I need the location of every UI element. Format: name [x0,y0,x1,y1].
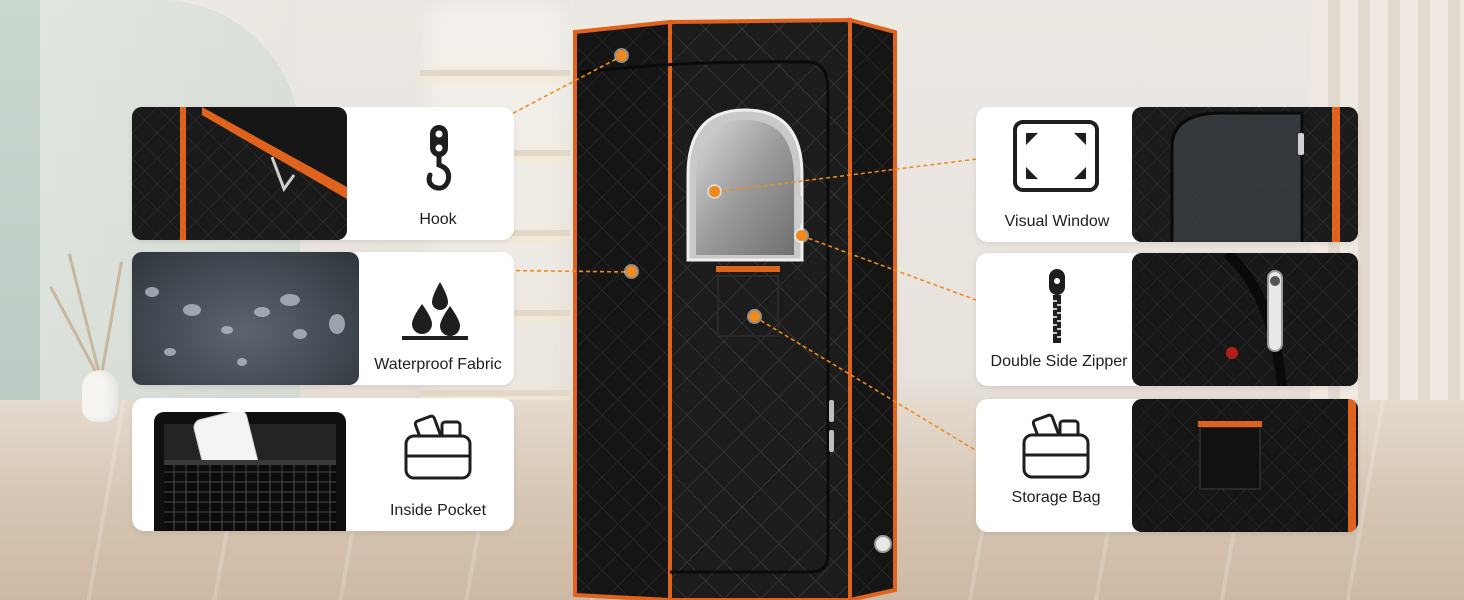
window-card: Visual Window [976,107,1358,242]
window-frame-icon [1012,119,1100,193]
storage-photo [1132,399,1358,532]
zipper-photo [1132,253,1358,386]
storage-card: Storage Bag [976,399,1358,532]
pocket-card: Inside Pocket [132,398,514,531]
storage-bag-icon [1022,413,1090,479]
zipper-card: Double Side Zipper [976,253,1358,386]
fabric-marker [626,266,637,277]
sauna-tent [540,10,920,600]
waterproof-card: Waterproof Fabric [132,252,514,385]
waterproof-label: Waterproof Fabric [374,356,502,373]
window-label: Visual Window [1004,213,1110,230]
pocket-photo [154,412,346,531]
hook-label: Hook [419,211,457,228]
window-photo [1132,107,1358,242]
pocket-label: Inside Pocket [389,502,487,519]
storage-label: Storage Bag [1011,489,1101,506]
hook-marker [616,50,627,61]
vase [82,370,118,422]
zipper-label: Double Side Zipper [990,353,1128,370]
window-marker [709,186,720,197]
zipper-marker [796,230,807,241]
sauna-tent-illustration [573,17,897,600]
hook-card: Hook [132,107,514,240]
zipper-icon [1044,267,1070,343]
hook-icon [424,123,454,193]
waterproof-photo [132,252,359,385]
hook-photo [132,107,347,240]
pocket-icon [404,414,472,480]
water-drops-icon [400,280,470,340]
pocket-marker [749,311,760,322]
